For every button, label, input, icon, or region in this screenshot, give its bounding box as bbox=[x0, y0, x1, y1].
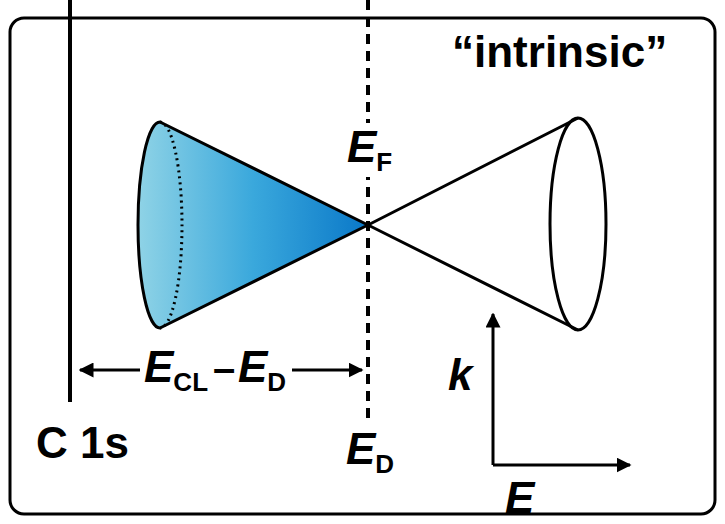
upper-cone bbox=[368, 118, 578, 330]
axis-label: k bbox=[448, 353, 472, 397]
fermi-dirac-dashed-line bbox=[366, 0, 370, 425]
axis-label: E bbox=[505, 476, 534, 520]
dirac-point-label: ED bbox=[343, 425, 397, 479]
frame bbox=[10, 18, 715, 514]
core-level-energy-label: ECL bbox=[144, 345, 208, 395]
state-label: “intrinsic” bbox=[452, 30, 667, 74]
energy-span-arrow-left bbox=[80, 369, 140, 372]
core-level-label: C 1s bbox=[36, 421, 129, 465]
energy-span-arrow-right bbox=[292, 369, 362, 372]
minus-sign: – bbox=[213, 348, 235, 388]
e-axis bbox=[493, 464, 630, 467]
cone-back-edge bbox=[160, 122, 182, 328]
filled-lower-cone bbox=[138, 122, 368, 328]
fermi-level-label: EF bbox=[344, 123, 395, 177]
core-level-line bbox=[68, 0, 72, 402]
dirac-energy-label: ED bbox=[238, 345, 286, 395]
k-axis bbox=[492, 314, 495, 465]
upper-cone-base bbox=[550, 118, 606, 330]
